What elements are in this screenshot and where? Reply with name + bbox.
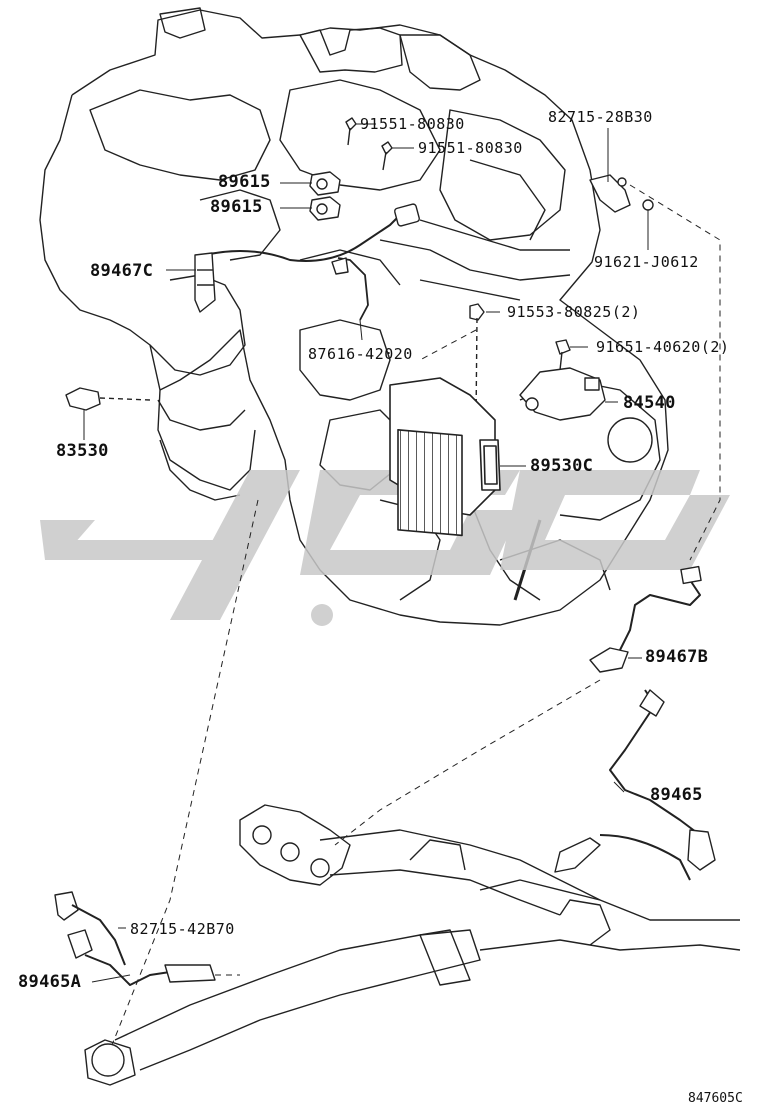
part-label-89465a: 89465A [18,972,82,992]
part-label-91651-40620: 91651-40620(2) [596,338,730,356]
part-label-91553-80825: 91553-80825(2) [507,303,641,321]
part-label-89465: 89465 [650,785,703,805]
part-label-87616-42020: 87616-42020 [308,345,413,363]
part-label-89530c: 89530C [530,456,594,476]
figure-code: 847605C [688,1091,743,1106]
part-label-82715-28b30: 82715-28B30 [548,108,653,126]
part-label-82715-42b70: 82715-42B70 [130,920,235,938]
part-label-84540: 84540 [623,393,676,413]
part-label-91551-upper: 91551-80830 [360,115,465,133]
part-label-83530: 83530 [56,441,109,461]
part-label-89467b: 89467B [645,647,709,667]
part-label-89615-lower: 89615 [210,197,263,217]
upper-components [65,117,654,421]
part-label-91551-lower: 91551-80830 [418,139,523,157]
exhaust-assembly [54,565,741,1086]
watermark-logo [40,470,730,626]
part-label-91621-j0612: 91621-J0612 [594,253,699,271]
part-label-89615-upper: 89615 [218,172,271,192]
ecu-module [389,377,501,537]
part-label-89467c: 89467C [90,261,154,281]
leader-lines [83,123,721,1046]
